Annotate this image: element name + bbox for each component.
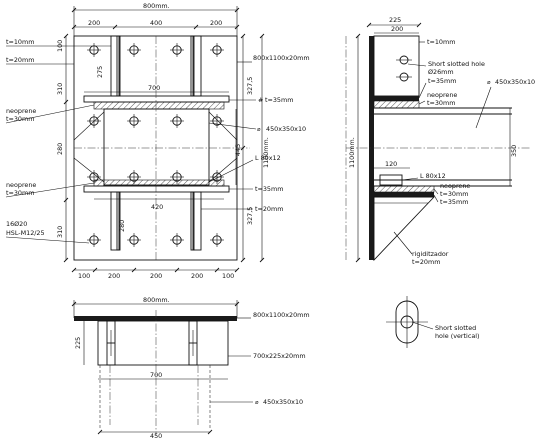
side-dim-200: 200 (391, 25, 403, 33)
side-label-neoprene2: neoprene (440, 182, 470, 190)
dim-445: 445 (234, 144, 242, 156)
side-slot-title: Short slotted hole (428, 60, 485, 68)
plan-label-plate: 800x1100x20mm (253, 311, 310, 319)
plan-dim-225: 225 (74, 337, 82, 349)
front-elevation: 800mm. 200 400 200 (5, 2, 310, 280)
side-base-plate (369, 36, 374, 260)
dim-top-mid: 400 (150, 19, 162, 27)
label-t10: t=10mm (6, 38, 34, 46)
side-label-angle: L 80x12 (420, 172, 446, 180)
side-dim-350: 350 (510, 145, 518, 157)
detail-label-1: Short slotted (435, 324, 476, 332)
dim-bottom-1: 200 (108, 272, 120, 280)
label-bolts-type: HSL-M12/25 (6, 229, 45, 237)
label-t35b: t=35mm (255, 185, 283, 193)
dim-1100: 1100mm. (262, 137, 270, 168)
side-label-neoprene: neoprene (427, 91, 457, 99)
side-dim-1100: 1100mm. (348, 137, 356, 168)
label-neoprene-bot: neoprene (6, 181, 36, 189)
plan-dim-700: 700 (150, 371, 162, 379)
side-stiffener (373, 196, 436, 262)
dim-310-bot: 310 (56, 226, 64, 238)
svg-text:⌀: ⌀ (487, 80, 491, 86)
side-dim-120: 120 (385, 160, 397, 168)
top-support-plate (83, 95, 230, 103)
dim-top-left: 200 (88, 19, 100, 27)
dim-bottom-0: 100 (78, 272, 90, 280)
plan-label-tube: 450x350x10 (263, 398, 303, 406)
dim-3275-b: 327,5 (246, 207, 254, 225)
detail-label-2: hole (vertical) (435, 332, 480, 340)
tube-section (103, 108, 210, 186)
label-t35a-prefix: # (258, 96, 263, 104)
side-label-neoprene2-t: t=30mm (440, 190, 468, 198)
side-label-tube: 450x350x10 (495, 78, 535, 86)
label-neoprene-top: neoprene (6, 107, 36, 115)
dim-700: 700 (148, 84, 160, 92)
label-angle: L 80x12 (255, 154, 281, 162)
dim-bottom-3: 200 (191, 272, 203, 280)
dim-280-b: 280 (118, 220, 126, 232)
side-label-neoprene-t: t=30mm (427, 99, 455, 107)
dim-bottom-2: 200 (150, 272, 162, 280)
dim-420: 420 (151, 203, 163, 211)
bottom-support-plate (83, 185, 230, 193)
dim-275: 275 (96, 66, 104, 78)
dim-top-right: 200 (210, 19, 222, 27)
dim-top-total: 800mm. (143, 2, 170, 10)
svg-text:⌀: ⌀ (257, 127, 261, 133)
side-label-t35a: t=35mm (428, 77, 456, 85)
dim-310-top: 310 (56, 83, 64, 95)
side-label-t35b: t=35mm (440, 198, 468, 206)
dim-3275-a: 327,5 (246, 77, 254, 95)
label-t35a: t=35mm (265, 96, 293, 104)
plan-dim-total: 800mm. (143, 296, 170, 304)
plan-view: 800mm. 225 700 450 800x1100x20mm 700x225… (71, 296, 310, 440)
plan-label-angle-plate: 700x225x20mm (253, 352, 306, 360)
side-elevation: 225 200 350 120 1 (345, 16, 535, 266)
svg-text:⌀: ⌀ (255, 400, 259, 406)
label-bolts-count: 16Ø20 (6, 220, 27, 228)
label-t20a: t=20mm (6, 56, 34, 64)
dim-bottom-4: 100 (222, 272, 234, 280)
side-slot-dia: Ø26mm (428, 68, 454, 76)
plan-base-plate (74, 316, 237, 321)
slot-detail: Short slotted hole (vertical) (386, 296, 480, 348)
dim-280-a: 280 (56, 143, 64, 155)
side-label-stiffener: rigiditzador (412, 250, 449, 258)
label-neoprene-top-t: t=30mm (6, 115, 34, 123)
side-dim-225: 225 (389, 16, 401, 24)
label-tube: 450x350x10 (266, 125, 306, 133)
label-t20b: t=20mm (255, 205, 283, 213)
label-plate: 800x1100x20mm (253, 54, 310, 62)
label-neoprene-bot-t: t=30mm (6, 189, 34, 197)
side-label-t10: t=10mm (427, 38, 455, 46)
plan-dim-450: 450 (150, 432, 162, 440)
side-label-stiffener-t: t=20mm (412, 258, 440, 266)
